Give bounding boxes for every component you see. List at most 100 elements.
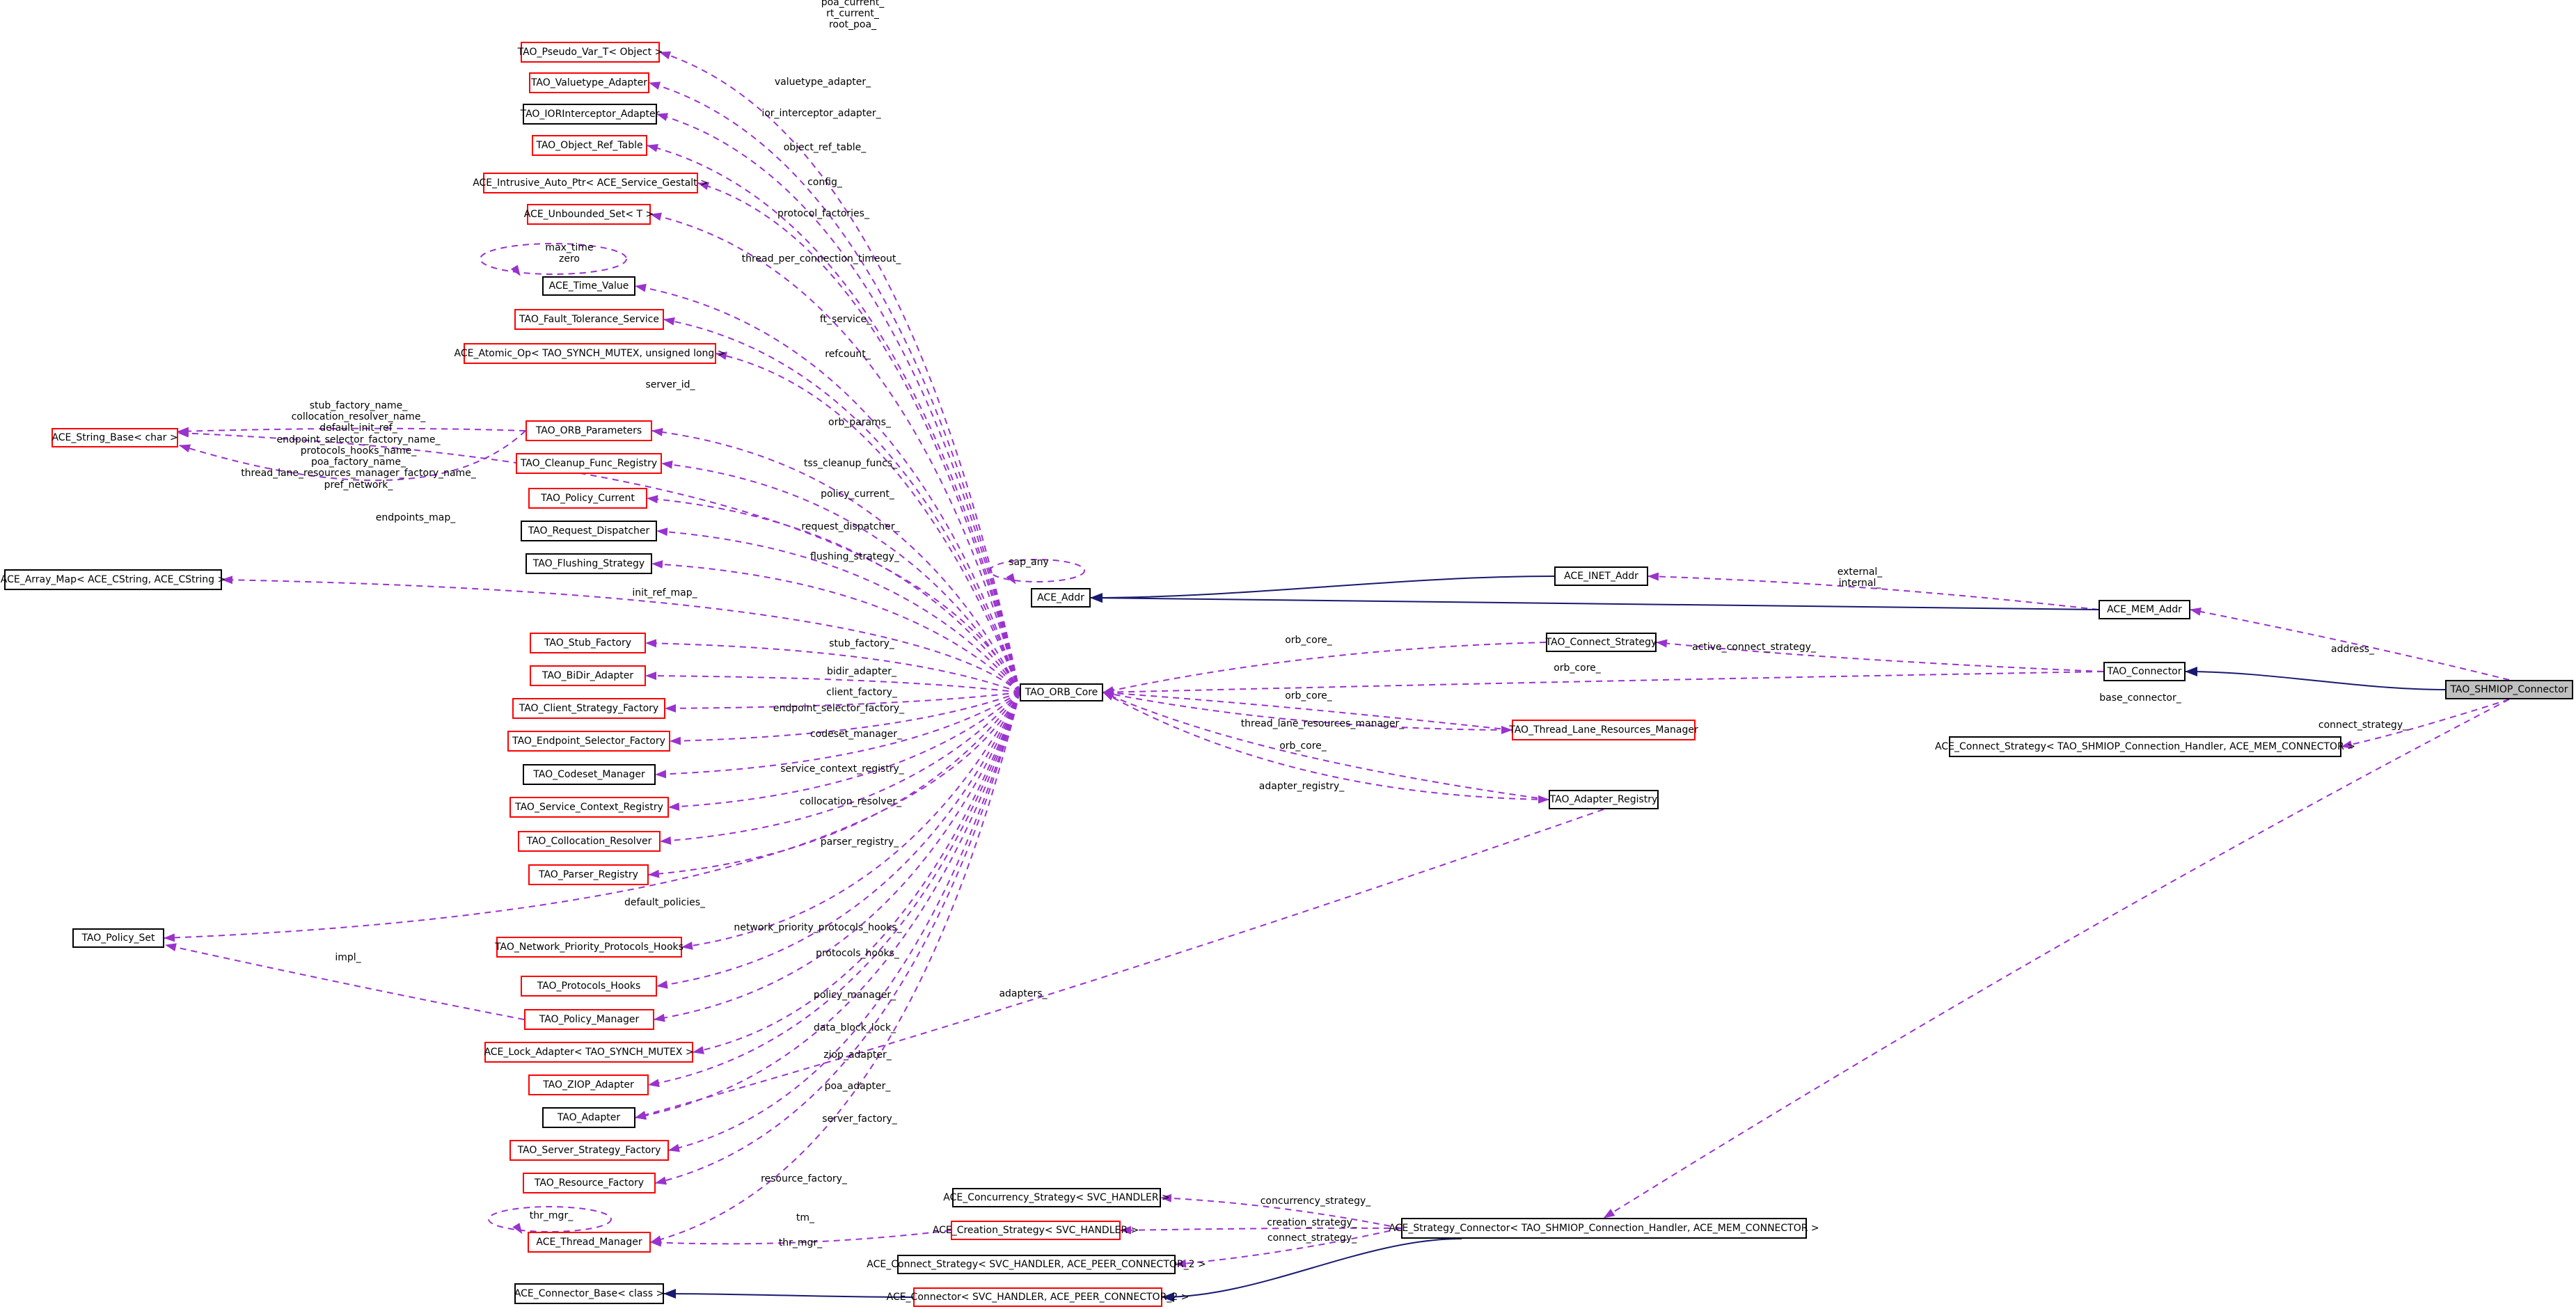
edge-label: address_ xyxy=(2330,643,2375,655)
class-node-creation-strategy[interactable]: ACE_Creation_Strategy< SVC_HANDLER > xyxy=(933,1221,1139,1240)
edge-label: flushing_strategy_ xyxy=(810,550,899,562)
class-node-ziop-adapter[interactable]: TAO_ZIOP_Adapter xyxy=(528,1074,649,1095)
edge-orb-core-to-thread-lane-manager xyxy=(1103,692,1512,734)
edge-label: concurrency_strategy_ xyxy=(1260,1195,1371,1207)
class-node-fault-tolerance[interactable]: TAO_Fault_Tolerance_Service xyxy=(514,309,664,330)
class-node-ace-addr[interactable]: ACE_Addr xyxy=(1031,588,1091,608)
class-node-network-priority-hooks[interactable]: TAO_Network_Priority_Protocols_Hooks xyxy=(495,937,683,958)
edge-orb-core-to-object-ref-table xyxy=(647,143,1020,693)
class-node-unbounded-set[interactable]: ACE_Unbounded_Set< T > xyxy=(524,204,654,225)
edge-label: orb_core_ xyxy=(1285,634,1332,646)
class-node-server-strategy-factory[interactable]: TAO_Server_Strategy_Factory xyxy=(509,1140,669,1161)
class-node-orb-parameters[interactable]: TAO_ORB_Parameters xyxy=(526,420,652,441)
edge-mem-addr-to-inet-addr xyxy=(1647,572,2099,610)
edge-orb-core-to-unbounded-set xyxy=(650,212,1020,693)
class-node-intrusive-auto-ptr[interactable]: ACE_Intrusive_Auto_Ptr< ACE_Service_Gest… xyxy=(473,173,709,193)
class-node-thread-manager[interactable]: ACE_Thread_Manager xyxy=(528,1232,651,1253)
class-node-stub-factory[interactable]: TAO_Stub_Factory xyxy=(530,633,646,653)
class-node-pseudo-var[interactable]: TAO_Pseudo_Var_T< Object > xyxy=(518,42,663,63)
class-node-parser-registry[interactable]: TAO_Parser_Registry xyxy=(528,864,649,885)
class-node-connect-strategy-tao[interactable]: TAO_Connect_Strategy xyxy=(1546,633,1657,652)
edge-orb-core-to-time-value xyxy=(635,283,1020,693)
edge-orb-core-to-policy-set xyxy=(164,692,1020,942)
edge-label: connect_strategy_ xyxy=(1267,1232,1357,1244)
edge-orb-core-to-ziop-adapter xyxy=(648,692,1020,1088)
edge-label: tss_cleanup_funcs_ xyxy=(803,457,898,469)
edge-label: creation_strategy_ xyxy=(1267,1216,1357,1228)
edge-label: service_context_registry_ xyxy=(780,763,904,775)
edge-orb-core-to-adapter-registry xyxy=(1103,692,1549,804)
self-loop-thread-manager xyxy=(488,1206,612,1232)
class-node-strategy-connector[interactable]: ACE_Strategy_Connector< TAO_SHMIOP_Conne… xyxy=(1389,1218,1819,1239)
class-node-inet-addr[interactable]: ACE_INET_Addr xyxy=(1554,566,1648,586)
class-node-bidir-adapter[interactable]: TAO_BiDir_Adapter xyxy=(530,665,646,686)
edge-shmiop-connector-to-strategy-connector xyxy=(1603,699,2510,1219)
class-node-connect-strategy-svc[interactable]: ACE_Connect_Strategy< SVC_HANDLER, ACE_P… xyxy=(867,1255,1206,1274)
class-node-ior-interceptor-adapter[interactable]: TAO_IORInterceptor_Adapter xyxy=(521,104,659,125)
edge-orb-core-to-network-priority-hooks xyxy=(681,692,1020,950)
self-loop-arrow-thread-manager xyxy=(512,1223,523,1235)
class-node-array-map[interactable]: ACE_Array_Map< ACE_CString, ACE_CString … xyxy=(1,569,226,590)
class-node-codeset-manager[interactable]: TAO_Codeset_Manager xyxy=(523,764,656,785)
class-node-flushing-strategy[interactable]: TAO_Flushing_Strategy xyxy=(526,553,652,574)
class-node-time-value[interactable]: ACE_Time_Value xyxy=(542,276,635,296)
class-node-cleanup-func[interactable]: TAO_Cleanup_Func_Registry xyxy=(516,453,662,474)
edge-orb-core-to-server-strategy-factory xyxy=(668,692,1020,1152)
edge-label: orb_params_ xyxy=(828,416,891,428)
class-node-object-ref-table[interactable]: TAO_Object_Ref_Table xyxy=(532,135,647,156)
edge-mem-addr-to-ace-addr xyxy=(1090,593,2099,610)
edge-strategy-connector-to-ace-connector-svc xyxy=(1162,1238,1462,1302)
class-node-concurrency-strategy[interactable]: ACE_Concurrency_Strategy< SVC_HANDLER > xyxy=(943,1188,1170,1207)
class-node-tao-adapter[interactable]: TAO_Adapter xyxy=(542,1107,635,1128)
edge-tao-connector-to-orb-core xyxy=(1103,671,2104,697)
class-node-collocation-resolver[interactable]: TAO_Collocation_Resolver xyxy=(518,831,661,852)
edge-label: poa_current_ rt_current_ root_poa_ xyxy=(821,0,885,31)
edge-label: parser_registry_ xyxy=(820,836,899,848)
class-node-connector-base[interactable]: ACE_Connector_Base< class > xyxy=(514,1283,664,1304)
class-node-string-base[interactable]: ACE_String_Base< char > xyxy=(52,428,178,447)
class-node-thread-lane-manager[interactable]: TAO_Thread_Lane_Resources_Manager xyxy=(1509,720,1698,740)
edge-orb-core-to-resource-factory xyxy=(655,692,1020,1185)
edge-label: server_id_ xyxy=(645,379,695,390)
class-node-adapter-registry[interactable]: TAO_Adapter_Registry xyxy=(1549,790,1659,809)
class-node-service-context-registry[interactable]: TAO_Service_Context_Registry xyxy=(509,797,669,818)
class-node-tao-connector[interactable]: TAO_Connector xyxy=(2103,662,2186,681)
edge-label: protocol_factories_ xyxy=(777,207,869,219)
edge-label: resource_factory_ xyxy=(761,1173,847,1184)
class-node-policy-set[interactable]: TAO_Policy_Set xyxy=(72,928,164,948)
class-node-policy-manager[interactable]: TAO_Policy_Manager xyxy=(524,1009,654,1030)
class-node-mem-addr[interactable]: ACE_MEM_Addr xyxy=(2099,600,2190,619)
class-node-client-strategy-factory[interactable]: TAO_Client_Strategy_Factory xyxy=(512,698,665,719)
edge-orb-core-to-endpoint-selector-factory xyxy=(670,692,1020,745)
edge-label: config_ xyxy=(807,176,842,188)
edge-orb-core-to-string-base xyxy=(177,429,1020,693)
class-node-orb-core[interactable]: TAO_ORB_Core xyxy=(1020,683,1103,701)
edge-label: codeset_manager_ xyxy=(809,728,903,740)
class-node-protocols-hooks[interactable]: TAO_Protocols_Hooks xyxy=(521,976,657,997)
edge-orb-parameters-to-string-base xyxy=(177,427,526,436)
edge-creation-strategy-to-thread-manager xyxy=(650,1230,951,1247)
class-node-request-dispatcher[interactable]: TAO_Request_Dispatcher xyxy=(521,521,657,541)
edge-label: sap_any xyxy=(1009,556,1049,568)
class-node-ace-connect-strategy-shmiop[interactable]: ACE_Connect_Strategy< TAO_SHMIOP_Connect… xyxy=(1935,736,2355,757)
edge-orb-core-to-tao-adapter xyxy=(635,692,1020,1120)
class-node-valuetype-adapter[interactable]: TAO_Valuetype_Adapter xyxy=(529,72,649,93)
class-node-lock-adapter[interactable]: ACE_Lock_Adapter< TAO_SYNCH_MUTEX > xyxy=(484,1042,694,1063)
edge-label: ior_interceptor_adapter_ xyxy=(761,107,881,119)
edge-label: stub_factory_name_ collocation_resolver_… xyxy=(241,400,476,491)
edge-orb-core-to-ior-interceptor-adapter xyxy=(656,113,1020,693)
edge-thread-lane-manager-to-orb-core xyxy=(1103,689,1512,731)
class-node-shmiop-connector[interactable]: TAO_SHMIOP_Connector xyxy=(2445,680,2573,699)
edge-label: impl_ xyxy=(335,951,361,963)
class-node-ace-connector-svc[interactable]: ACE_Connector< SVC_HANDLER, ACE_PEER_CON… xyxy=(887,1287,1189,1307)
class-node-endpoint-selector-factory[interactable]: TAO_Endpoint_Selector_Factory xyxy=(507,731,670,752)
class-node-resource-factory[interactable]: TAO_Resource_Factory xyxy=(523,1173,656,1193)
edge-label: init_ref_map_ xyxy=(632,587,697,598)
edge-orb-core-to-atomic-op xyxy=(716,351,1020,693)
edge-label: thread_lane_resources_manager_ xyxy=(1240,717,1405,729)
edge-orb-core-to-fault-tolerance xyxy=(663,317,1020,693)
class-node-atomic-op[interactable]: ACE_Atomic_Op< TAO_SYNCH_MUTEX, unsigned… xyxy=(455,343,725,364)
edge-label: adapter_registry_ xyxy=(1258,780,1345,792)
class-node-policy-current[interactable]: TAO_Policy_Current xyxy=(528,488,647,509)
